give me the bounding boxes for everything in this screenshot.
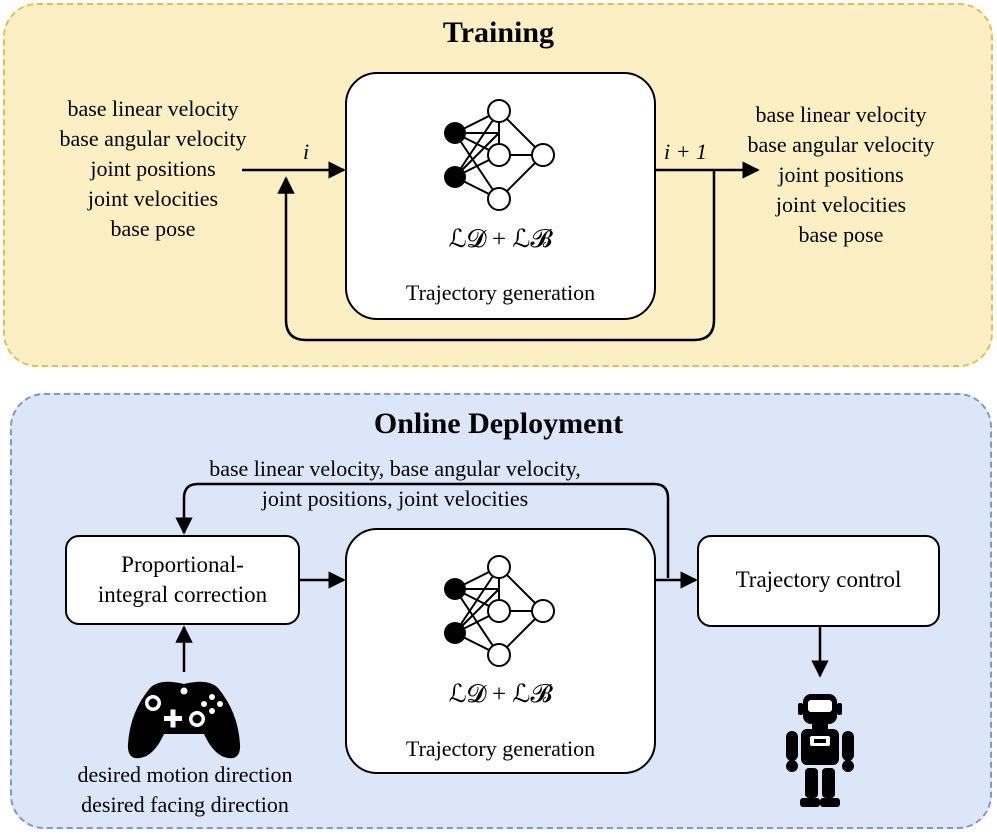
training-input-item: base linear velocity xyxy=(67,96,239,121)
trajectory-control-label: Trajectory control xyxy=(735,567,902,592)
training-input-item: base angular velocity xyxy=(59,126,247,151)
training-output-list: base linear velocity base angular veloci… xyxy=(728,100,954,250)
training-input-item: joint velocities xyxy=(87,186,219,211)
pi-correction-line: Proportional- xyxy=(121,552,244,577)
feedback-signals-label: base linear velocity, base angular veloc… xyxy=(160,454,630,514)
feedback-signals-line: joint positions, joint velocities xyxy=(261,486,529,511)
online-feedback-arrow xyxy=(175,482,670,578)
pi-correction-label: Proportional- integral correction xyxy=(65,550,300,610)
pi-correction-line: integral correction xyxy=(97,582,268,607)
command-inputs-label: desired motion direction desired facing … xyxy=(40,760,330,820)
trajectory-control-block xyxy=(697,535,940,627)
neural-network-icon xyxy=(443,555,555,667)
online-loss-formula: ℒ𝓓 + ℒ𝓑 xyxy=(448,681,553,708)
training-output-item: base pose xyxy=(798,222,884,247)
training-loss-formula: ℒ𝓓 + ℒ𝓑 xyxy=(448,226,553,253)
next-step-index-label: i + 1 xyxy=(664,139,707,164)
command-input-line: desired facing direction xyxy=(81,792,289,817)
training-title: Training xyxy=(442,16,555,49)
online-title: Online Deployment xyxy=(373,407,624,440)
command-input-line: desired motion direction xyxy=(77,762,293,787)
training-block-label: Trajectory generation xyxy=(405,280,596,305)
feedback-signals-line: base linear velocity, base angular veloc… xyxy=(209,456,581,481)
training-output-item: base linear velocity xyxy=(755,102,927,127)
training-output-item: base angular velocity xyxy=(747,132,935,157)
training-input-item: base pose xyxy=(110,216,196,241)
training-input-list: base linear velocity base angular veloci… xyxy=(40,94,266,244)
pi-correction-block xyxy=(65,535,300,625)
training-output-item: joint positions xyxy=(778,162,904,187)
training-input-item: joint positions xyxy=(90,156,216,181)
online-block-label: Trajectory generation xyxy=(405,736,596,761)
training-output-item: joint velocities xyxy=(775,192,907,217)
neural-network-icon xyxy=(443,99,555,211)
training-feedback-loop-arrow xyxy=(277,170,716,342)
gamepad-icon xyxy=(127,681,241,759)
step-index-label: i xyxy=(303,139,310,164)
robot-icon xyxy=(786,694,854,807)
